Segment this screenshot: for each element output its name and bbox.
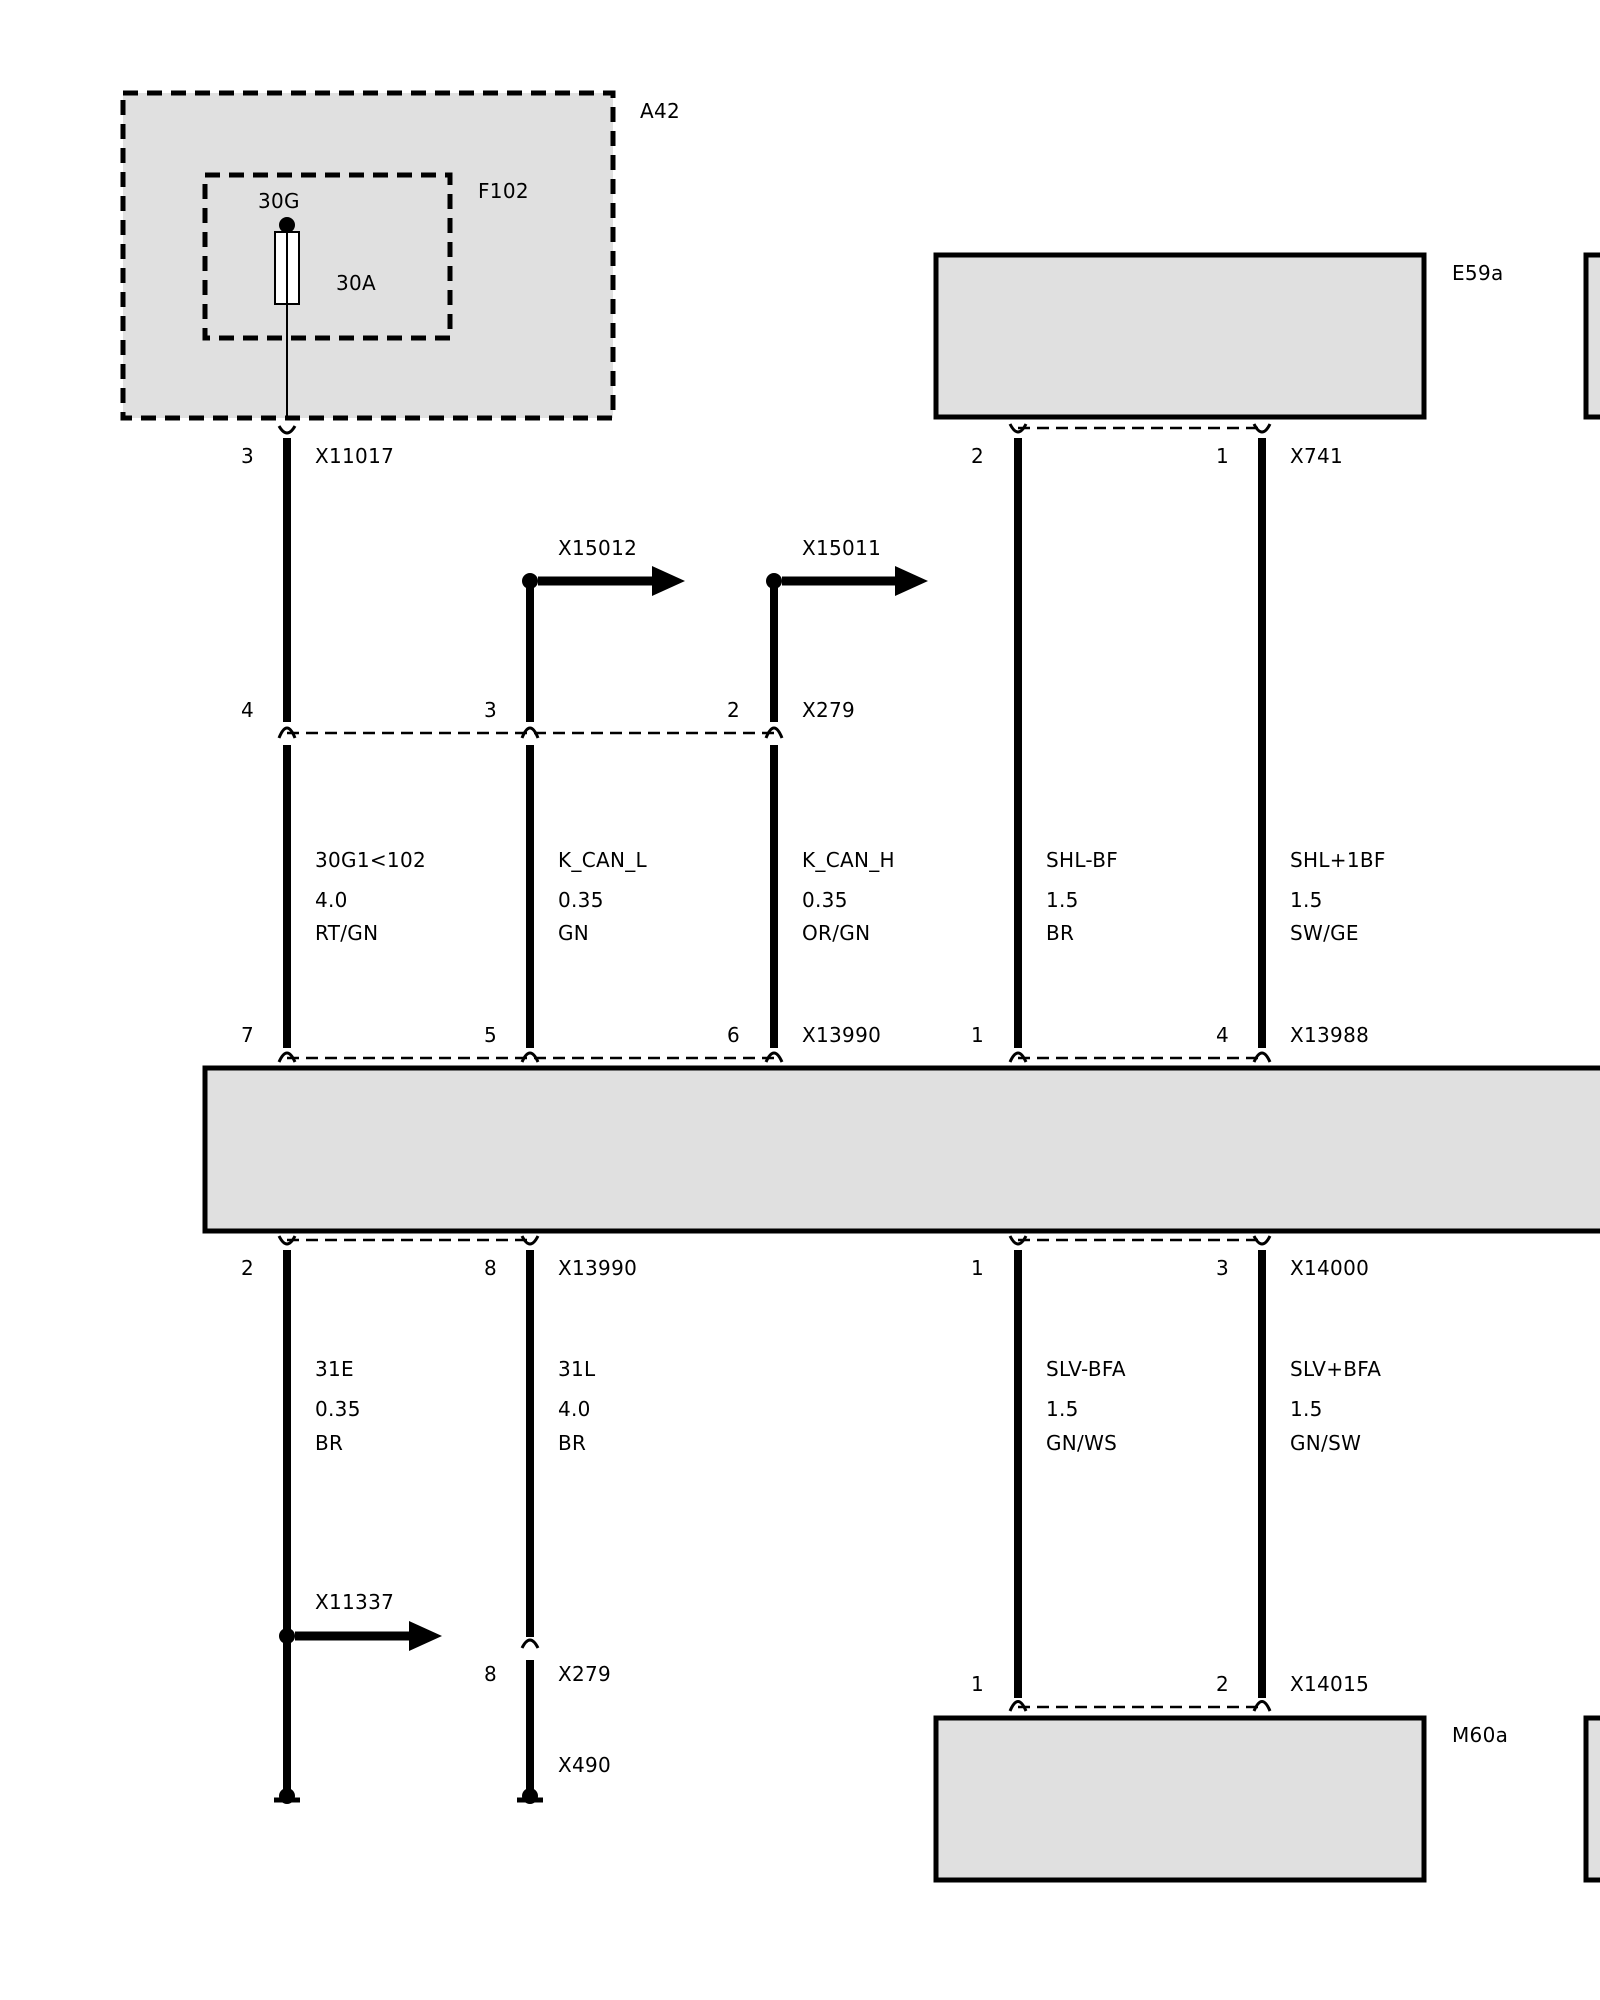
- pin-number: 2: [241, 1256, 254, 1280]
- component-a42: A42: [120, 90, 680, 421]
- control-unit-box: [202, 1065, 1600, 1234]
- wire-name: SLV+BFA: [1290, 1357, 1381, 1381]
- wire-label-shl-bf: SHL-BF 1.5 BR: [1046, 848, 1118, 945]
- wire-name: 31L: [558, 1357, 596, 1381]
- connector-x15011: X15011: [802, 536, 881, 560]
- component-m60a: M60a: [933, 1715, 1508, 1883]
- wire-size: 1.5: [1046, 888, 1079, 912]
- wire-color: OR/GN: [802, 921, 870, 945]
- wire-label-k-can-h: K_CAN_H 0.35 OR/GN: [802, 848, 895, 945]
- component-a42-label: A42: [640, 99, 680, 123]
- connector-x490: X490: [558, 1753, 611, 1777]
- pin-number: 3: [484, 698, 497, 722]
- wire-name: SHL-BF: [1046, 848, 1118, 872]
- wire-color: SW/GE: [1290, 921, 1359, 945]
- wire-label-shl-1bf: SHL+1BF 1.5 SW/GE: [1290, 848, 1386, 945]
- wire-color: GN/SW: [1290, 1431, 1361, 1455]
- pin-number: 2: [1216, 1672, 1229, 1696]
- component-edge-right-top: [1583, 252, 1600, 420]
- wire-label-31l: 31L 4.0 BR: [558, 1357, 596, 1455]
- component-edge-right-bottom: [1583, 1715, 1600, 1883]
- splice-arrow-x11337: [279, 1621, 442, 1651]
- pin-number: 8: [484, 1256, 497, 1280]
- wire-color: GN/WS: [1046, 1431, 1117, 1455]
- wire-label-slv-1bfa: SLV+BFA 1.5 GN/SW: [1290, 1357, 1381, 1455]
- connector-x11017: X11017: [315, 444, 394, 468]
- pin-number: 7: [241, 1023, 254, 1047]
- pin-hook-icons: [277, 423, 1272, 1712]
- fuse-rating-label: 30A: [336, 271, 376, 295]
- connector-x14000: X14000: [1290, 1256, 1369, 1280]
- pin-number: 6: [727, 1023, 740, 1047]
- pin-number: 8: [484, 1662, 497, 1686]
- splice-arrow-x15011: [766, 566, 928, 596]
- wire-31l: [517, 1250, 543, 1804]
- component-e59a: E59a: [933, 252, 1504, 420]
- pin-number: 5: [484, 1023, 497, 1047]
- pin-number: 1: [971, 1023, 984, 1047]
- pin-number: 3: [241, 444, 254, 468]
- connector-x741: X741: [1290, 444, 1343, 468]
- wire-color: BR: [558, 1431, 586, 1455]
- wire-name: 30G1<102: [315, 848, 426, 872]
- wire-size: 4.0: [558, 1397, 591, 1421]
- wire-size: 0.35: [558, 888, 604, 912]
- pin-number: 2: [727, 698, 740, 722]
- wire-color: BR: [1046, 921, 1074, 945]
- connector-x279-bottom: X279: [558, 1662, 611, 1686]
- wire-size: 0.35: [315, 1397, 361, 1421]
- wire-name: SLV-BFA: [1046, 1357, 1126, 1381]
- connector-x279-top: X279: [802, 698, 855, 722]
- wire-31e: [274, 1250, 300, 1804]
- fuse-icon: [274, 217, 300, 420]
- wire-label-slv-bfa: SLV-BFA 1.5 GN/WS: [1046, 1357, 1126, 1455]
- wire-color: RT/GN: [315, 921, 378, 945]
- wire-label-k-can-l: K_CAN_L 0.35 GN: [558, 848, 648, 945]
- wire-label-30g1: 30G1<102 4.0 RT/GN: [315, 848, 426, 945]
- pin-number: 4: [241, 698, 254, 722]
- component-e59a-label: E59a: [1452, 261, 1504, 285]
- wire-name: K_CAN_L: [558, 848, 648, 872]
- pin-number: 1: [1216, 444, 1229, 468]
- connector-x13990-bottom: X13990: [558, 1256, 637, 1280]
- wire-size: 4.0: [315, 888, 348, 912]
- wire-size: 1.5: [1046, 1397, 1079, 1421]
- connector-x14015: X14015: [1290, 1672, 1369, 1696]
- pin-number: 2: [971, 444, 984, 468]
- fuse-terminal-label: 30G: [258, 189, 300, 213]
- connector-x13988: X13988: [1290, 1023, 1369, 1047]
- connector-x11337: X11337: [315, 1590, 394, 1614]
- pin-number: 4: [1216, 1023, 1229, 1047]
- wire-size: 1.5: [1290, 1397, 1323, 1421]
- connector-x13990-top: X13990: [802, 1023, 881, 1047]
- wire-size: 1.5: [1290, 888, 1323, 912]
- wire-size: 0.35: [802, 888, 848, 912]
- wire-name: 31E: [315, 1357, 354, 1381]
- wire-color: BR: [315, 1431, 343, 1455]
- connector-x15012: X15012: [558, 536, 637, 560]
- pin-number: 1: [971, 1672, 984, 1696]
- component-f102: F102 30G 30A: [202, 172, 529, 420]
- wire-name: SHL+1BF: [1290, 848, 1386, 872]
- pin-number: 3: [1216, 1256, 1229, 1280]
- pin-number: 1: [971, 1256, 984, 1280]
- component-f102-label: F102: [478, 179, 529, 203]
- wire-name: K_CAN_H: [802, 848, 895, 872]
- component-m60a-label: M60a: [1452, 1723, 1508, 1747]
- wire-color: GN: [558, 921, 589, 945]
- wire-label-31e: 31E 0.35 BR: [315, 1357, 361, 1455]
- splice-arrow-x15012: [522, 566, 685, 596]
